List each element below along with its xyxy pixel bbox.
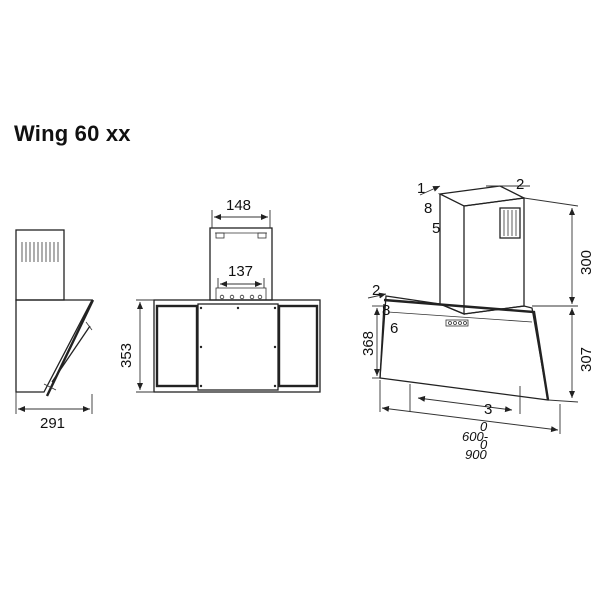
tag-1: 1 <box>417 180 425 197</box>
tag-5: 5 <box>432 220 440 237</box>
tag-2-left: 2 <box>372 282 380 299</box>
tag-6: 6 <box>390 320 398 337</box>
iso-chimney-vent <box>499 207 521 239</box>
side-chimney <box>15 229 65 301</box>
tag-8-top: 8 <box>424 200 432 217</box>
tag-8-left: 8 <box>382 302 390 319</box>
dim-300: 300 <box>578 250 595 275</box>
side-view: 291 <box>15 229 95 432</box>
front-view: 148 137 353 <box>118 197 321 393</box>
iso-chimney-left <box>439 194 465 315</box>
side-canopy-body <box>15 299 94 393</box>
front-canopy-outer <box>153 299 321 393</box>
dim-368: 368 <box>360 331 377 356</box>
side-glass-edge <box>51 325 91 383</box>
dim-137: 137 <box>228 263 253 280</box>
width-label-0: 0 <box>480 419 488 434</box>
dim-291: 291 <box>40 415 65 432</box>
iso-chimney-front <box>463 197 525 315</box>
dim-353: 353 <box>118 343 135 368</box>
width-label-600: 600- <box>462 429 489 444</box>
side-chimney-vents <box>21 242 59 262</box>
iso-control-panel <box>445 319 469 327</box>
width-label-900: 900 <box>465 447 487 462</box>
front-left-panel <box>155 304 199 388</box>
tag-2-top: 2 <box>516 176 524 193</box>
dim-148: 148 <box>226 197 251 214</box>
iso-glass-edge <box>383 298 550 401</box>
product-title: Wing 60 xx <box>14 121 131 146</box>
tag-3: 3 <box>484 401 492 418</box>
front-inner-body <box>197 303 279 391</box>
iso-view: 300 307 368 3 0 600- 0 900 1 2 8 5 2 8 6 <box>360 176 595 462</box>
side-glass-panel <box>45 299 95 397</box>
dim-307: 307 <box>578 347 595 372</box>
front-right-panel <box>277 304 319 388</box>
width-label-0b: 0 <box>480 437 488 452</box>
